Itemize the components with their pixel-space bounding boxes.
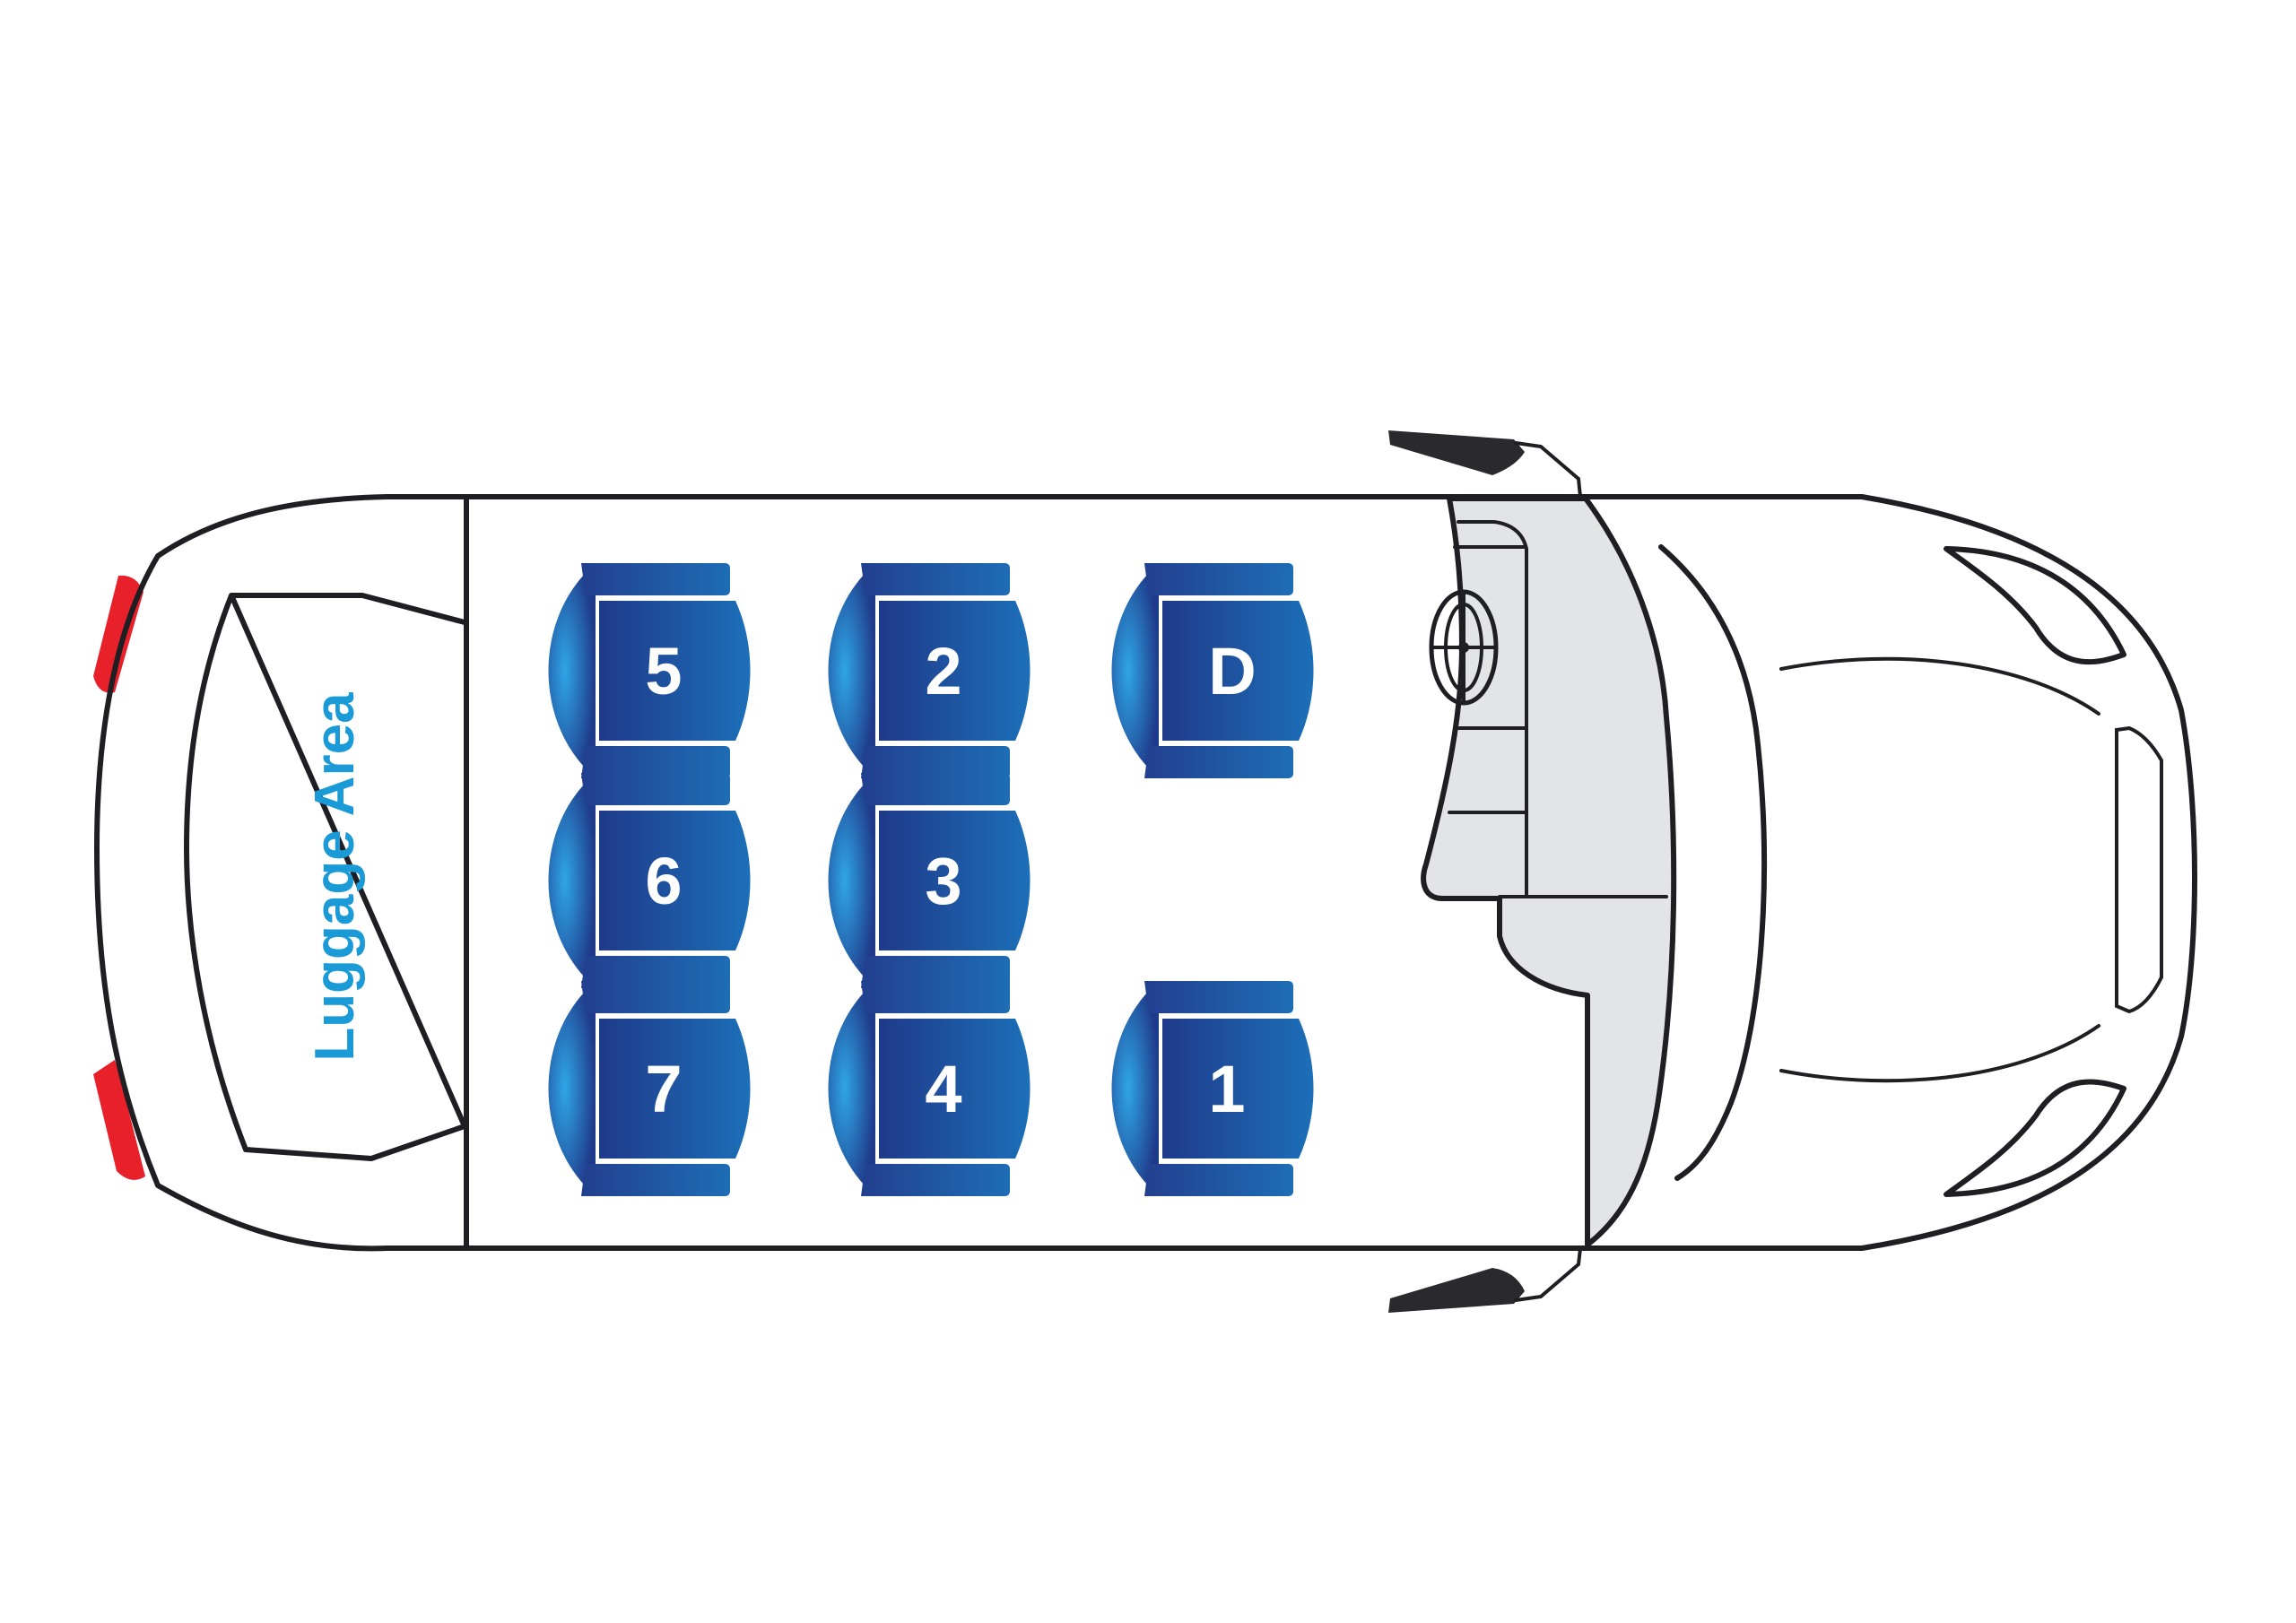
seat-label: 1 bbox=[1208, 1052, 1245, 1126]
seat-5[interactable]: 5 bbox=[548, 563, 751, 778]
seat-driver[interactable]: D bbox=[1111, 563, 1314, 778]
left-mirror bbox=[1388, 430, 1525, 475]
seat-label: 2 bbox=[925, 634, 961, 708]
seat-label: 6 bbox=[645, 844, 682, 918]
rear-left-tail-light bbox=[93, 575, 144, 693]
headlight-top bbox=[1944, 546, 2126, 665]
seat-2[interactable]: 2 bbox=[828, 563, 1031, 778]
seat-1[interactable]: 1 bbox=[1111, 981, 1314, 1196]
seat-label: 5 bbox=[645, 634, 682, 708]
cab-area bbox=[1421, 496, 1677, 1247]
seat-label: 4 bbox=[925, 1052, 961, 1126]
windshield bbox=[1658, 544, 1767, 1181]
steering-wheel bbox=[1429, 589, 1499, 706]
headlight-bottom bbox=[1944, 1079, 2126, 1197]
seat-label: D bbox=[1208, 634, 1256, 708]
hood-line-bottom bbox=[1779, 1024, 2100, 1083]
seat-label: 3 bbox=[925, 844, 961, 918]
hood-line-top bbox=[1779, 656, 2100, 716]
seat-label: 7 bbox=[645, 1052, 682, 1126]
seat-3[interactable]: 3 bbox=[828, 773, 1031, 988]
luggage-area-label: Luggage Area bbox=[304, 692, 366, 1062]
rear-right-tail-light bbox=[93, 1060, 145, 1180]
grille bbox=[2115, 725, 2163, 1014]
right-mirror bbox=[1388, 1268, 1525, 1313]
luggage-area-outline bbox=[184, 593, 467, 1161]
seat-7[interactable]: 7 bbox=[548, 981, 751, 1196]
van-outline bbox=[94, 494, 2197, 1252]
seat-6[interactable]: 6 bbox=[548, 773, 751, 988]
seat-4[interactable]: 4 bbox=[828, 981, 1031, 1196]
van-body bbox=[93, 430, 2197, 1313]
